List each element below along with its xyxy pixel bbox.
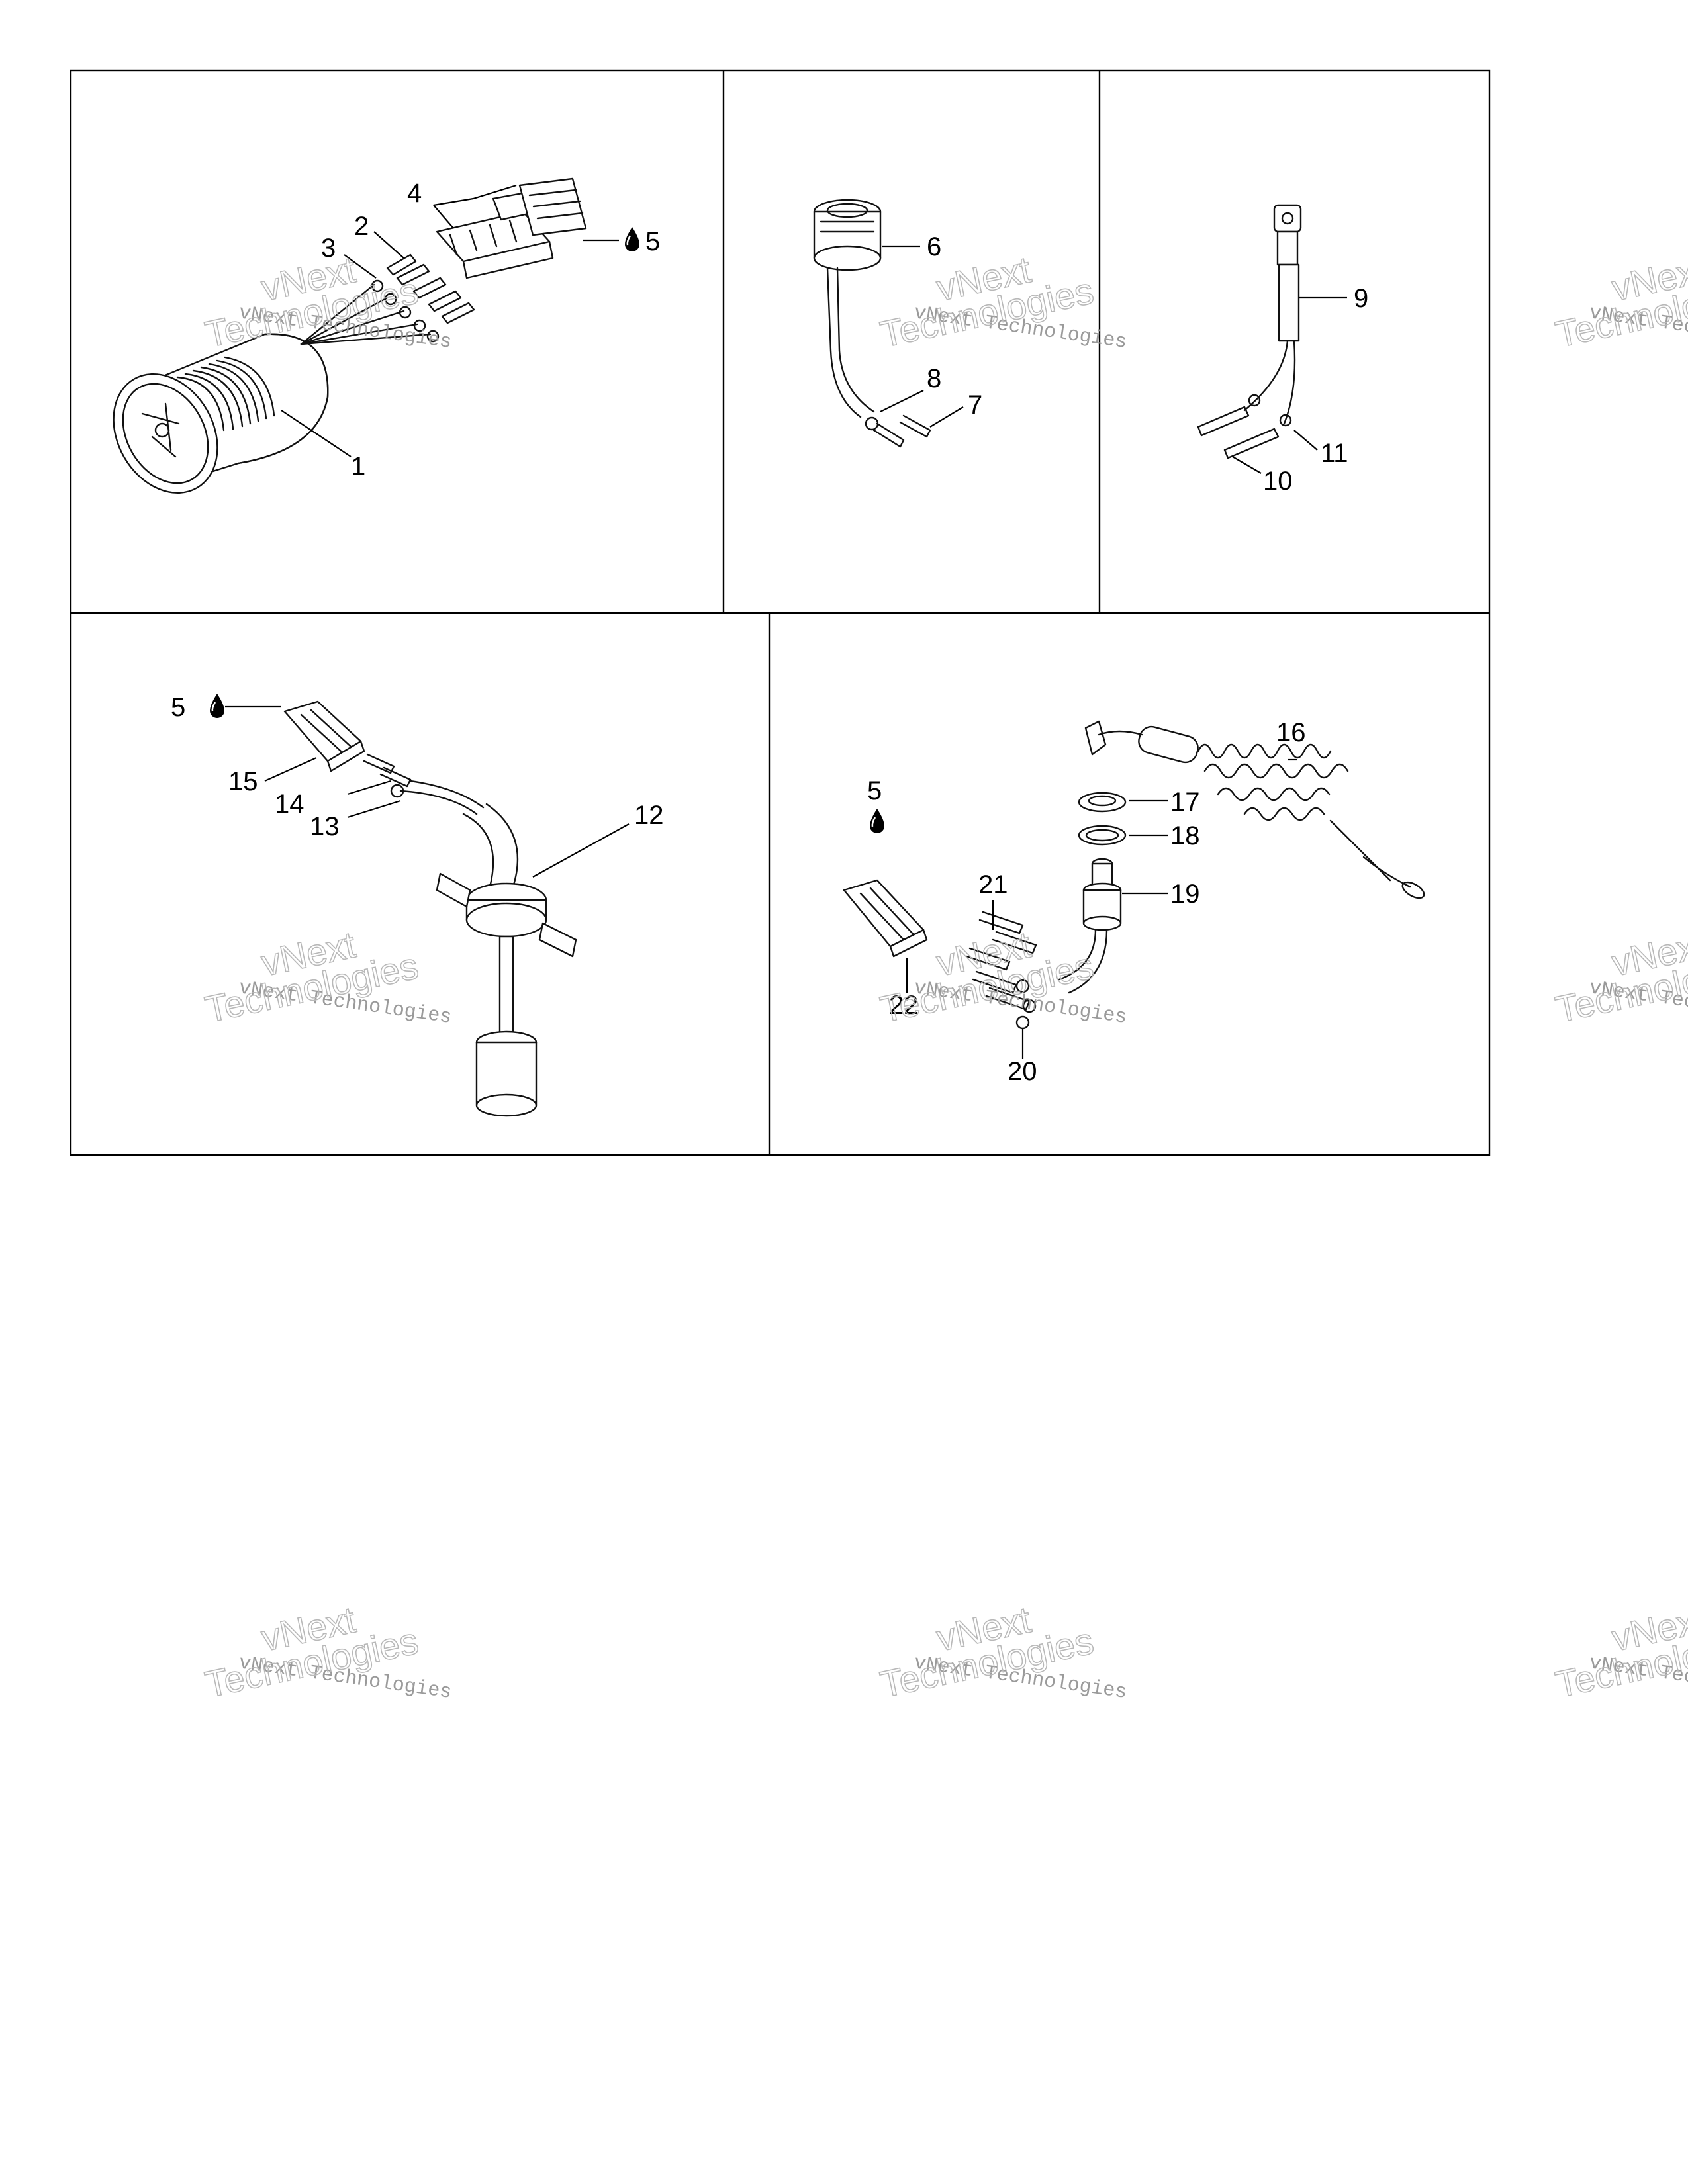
diagram-frames <box>70 69 1491 1156</box>
safety-lanyard-assembly <box>843 720 1425 1030</box>
temperature-sender <box>813 199 931 448</box>
callout-3: 3 <box>321 234 336 263</box>
oil-drop-icon <box>870 809 884 833</box>
callout-5b: 5 <box>171 693 185 722</box>
callout-5c: 5 <box>867 776 882 805</box>
callout-13: 13 <box>310 812 340 841</box>
callout-19: 19 <box>1170 880 1200 909</box>
callout-18: 18 <box>1170 821 1200 850</box>
callout-22: 22 <box>889 991 919 1020</box>
callout-16: 16 <box>1276 718 1306 747</box>
callout-17: 17 <box>1170 788 1200 817</box>
callout-14: 14 <box>275 790 305 819</box>
callout-15: 15 <box>228 767 258 796</box>
callout-labels: 1 2 3 4 5 6 7 8 9 10 11 12 13 14 15 5 16… <box>171 179 1368 1086</box>
callout-2: 2 <box>354 212 369 241</box>
leader-lines <box>225 184 1347 1059</box>
callout-4: 4 <box>407 179 422 208</box>
callout-11: 11 <box>1321 439 1348 468</box>
callout-6: 6 <box>927 232 941 261</box>
callout-5: 5 <box>645 227 660 256</box>
pressure-sender <box>1197 204 1302 459</box>
callout-1: 1 <box>351 452 365 481</box>
callout-10: 10 <box>1263 467 1293 496</box>
callout-12: 12 <box>634 801 664 830</box>
callout-8: 8 <box>927 364 941 393</box>
callout-9: 9 <box>1354 284 1368 313</box>
callout-7: 7 <box>968 390 982 420</box>
callout-21: 21 <box>978 870 1008 899</box>
callout-20: 20 <box>1008 1057 1037 1086</box>
oil-drop-icon <box>625 227 639 251</box>
fuel-level-sender <box>283 700 577 1117</box>
gauge-assembly <box>113 177 587 494</box>
oil-drop-icon <box>210 694 224 718</box>
